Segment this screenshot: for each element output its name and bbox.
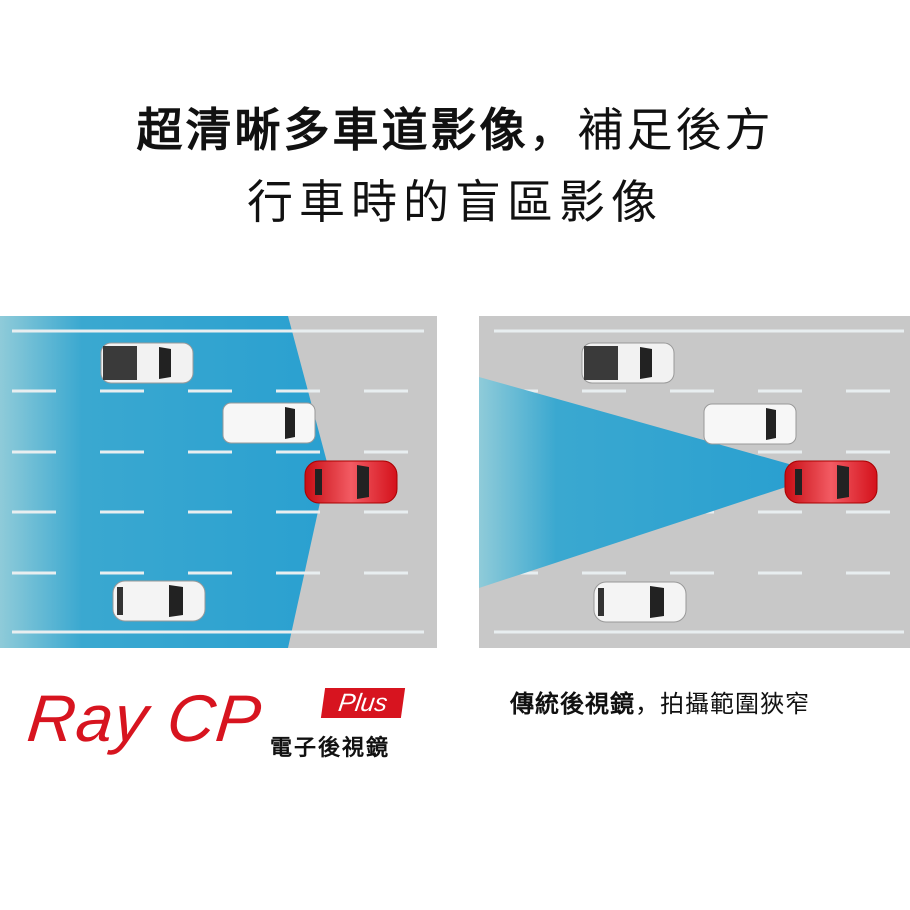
white-hatchback bbox=[112, 580, 206, 622]
coverage-area bbox=[479, 377, 789, 588]
logo-plus-badge: Plus bbox=[320, 688, 406, 718]
caption-comma: ， bbox=[635, 690, 660, 718]
headline-line-2: 行車時的盲區影像 bbox=[247, 175, 663, 229]
white-hatchback bbox=[593, 581, 687, 623]
lane-markings bbox=[12, 329, 424, 634]
wide-coverage-illustration bbox=[0, 316, 437, 648]
road-diagram-right bbox=[479, 316, 910, 648]
ray-cp-plus-logo: Ray CP Plus 電子後視鏡 bbox=[24, 680, 418, 770]
headline-bold: 超清晰多車道影像 bbox=[136, 103, 529, 157]
coverage-area bbox=[0, 316, 328, 648]
red-car-own-vehicle bbox=[784, 460, 878, 504]
narrow-coverage-illustration bbox=[479, 316, 910, 648]
logo-wordmark: Ray CP bbox=[24, 681, 266, 755]
white-van bbox=[222, 402, 316, 444]
headline-line-1: 超清晰多車道影像，補足後方 bbox=[0, 100, 910, 160]
white-van bbox=[703, 403, 797, 445]
red-car-own-vehicle bbox=[304, 460, 398, 504]
road-diagram-left bbox=[0, 316, 437, 648]
white-pickup-car bbox=[581, 342, 675, 384]
headline-comma: ， bbox=[528, 103, 578, 157]
traditional-mirror-caption: 傳統後視鏡，拍攝範圍狹窄 bbox=[510, 684, 810, 719]
logo-subtitle: 電子後視鏡 bbox=[270, 736, 391, 761]
headline-light: 補足後方 bbox=[577, 103, 774, 157]
caption-bold: 傳統後視鏡 bbox=[510, 690, 635, 718]
caption-light: 拍攝範圍狹窄 bbox=[660, 690, 810, 718]
white-pickup-car bbox=[100, 342, 194, 384]
